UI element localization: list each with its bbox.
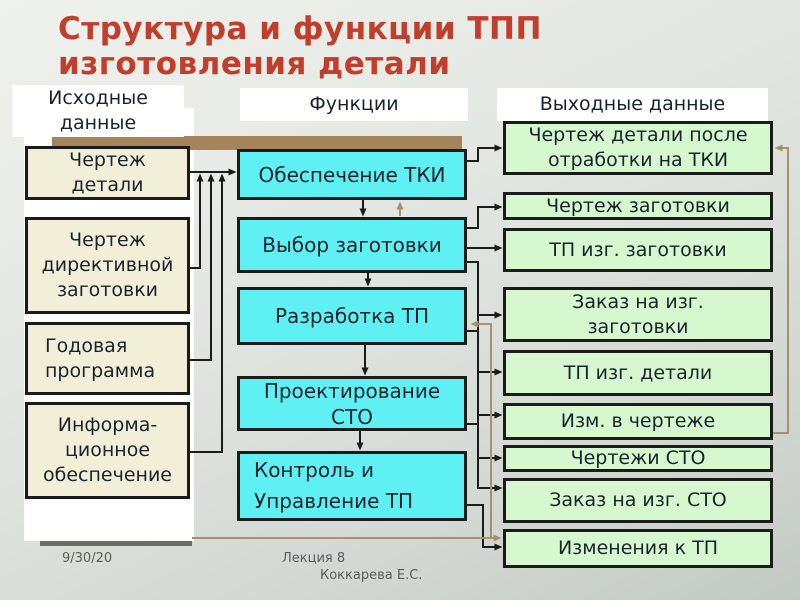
box-chertezh-direktivnoy-zagotovki: Чертеж директивной заготовки bbox=[25, 217, 190, 314]
black-connectors bbox=[190, 144, 503, 551]
box-chertezh-detali: Чертеж детали bbox=[25, 146, 190, 200]
footer-lecture: Лекция 8 bbox=[282, 551, 346, 566]
box-vybor-zagotovki: Выбор заготовки bbox=[237, 217, 467, 273]
footer-date: 9/30/20 bbox=[62, 551, 113, 566]
box-zakaz-izg-sto: Заказ на изг. СТО bbox=[503, 478, 773, 523]
connector-fn2-out2 bbox=[467, 203, 503, 229]
box-tp-izg-detali: ТП изг. детали bbox=[503, 350, 773, 396]
box-tp-izg-zagotovki: ТП изг. заготовки bbox=[503, 228, 773, 272]
box-razrabotka-tp: Разработка ТП bbox=[237, 287, 467, 345]
feedback-connectors bbox=[192, 144, 789, 542]
connector-fn1-out1 bbox=[467, 144, 503, 162]
box-chertezhi-sto: Чертежи СТО bbox=[503, 445, 773, 472]
feedback-to-fn3 bbox=[192, 320, 492, 539]
header-inputs: Исходные данные bbox=[12, 85, 184, 137]
connector-right-trunk bbox=[467, 261, 479, 489]
box-godovaya-programma: Годовая программа bbox=[25, 322, 190, 395]
box-izmeneniya-k-tp: Изменения к ТП bbox=[503, 529, 773, 568]
header-functions: Функции bbox=[240, 88, 468, 121]
feedback-out6-out1 bbox=[773, 144, 789, 434]
footer-author: Коккарева Е.С. bbox=[320, 568, 423, 583]
connector-fn5-out9 bbox=[467, 504, 503, 551]
header-outputs: Выходные данные bbox=[497, 88, 768, 121]
box-chertezh-detali-posle-tki: Чертеж детали после отработки на ТКИ bbox=[503, 121, 773, 175]
box-kontrol-upravlenie-tp: Контроль и Управление ТП bbox=[237, 451, 467, 521]
connector-input2-up bbox=[190, 173, 204, 269]
box-obespechenie-tki: Обеспечение ТКИ bbox=[237, 149, 467, 200]
box-proektirovanie-sto: Проектирование СТО bbox=[237, 376, 467, 431]
box-chertezh-zagotovki: Чертеж заготовки bbox=[503, 192, 773, 220]
connector-input3-up bbox=[190, 173, 215, 361]
connector-input4-up bbox=[190, 173, 226, 453]
left-band-shadow bbox=[40, 541, 192, 546]
box-informatsionnoe-obespechenie: Информа- ционное обеспечение bbox=[25, 402, 190, 499]
box-izm-v-chertezhe: Изм. в чертеже bbox=[503, 403, 773, 440]
slide-title: Структура и функции ТПП изготовления дет… bbox=[58, 11, 542, 82]
box-zakaz-izg-zagotovki: Заказ на изг. заготовки bbox=[503, 287, 773, 342]
